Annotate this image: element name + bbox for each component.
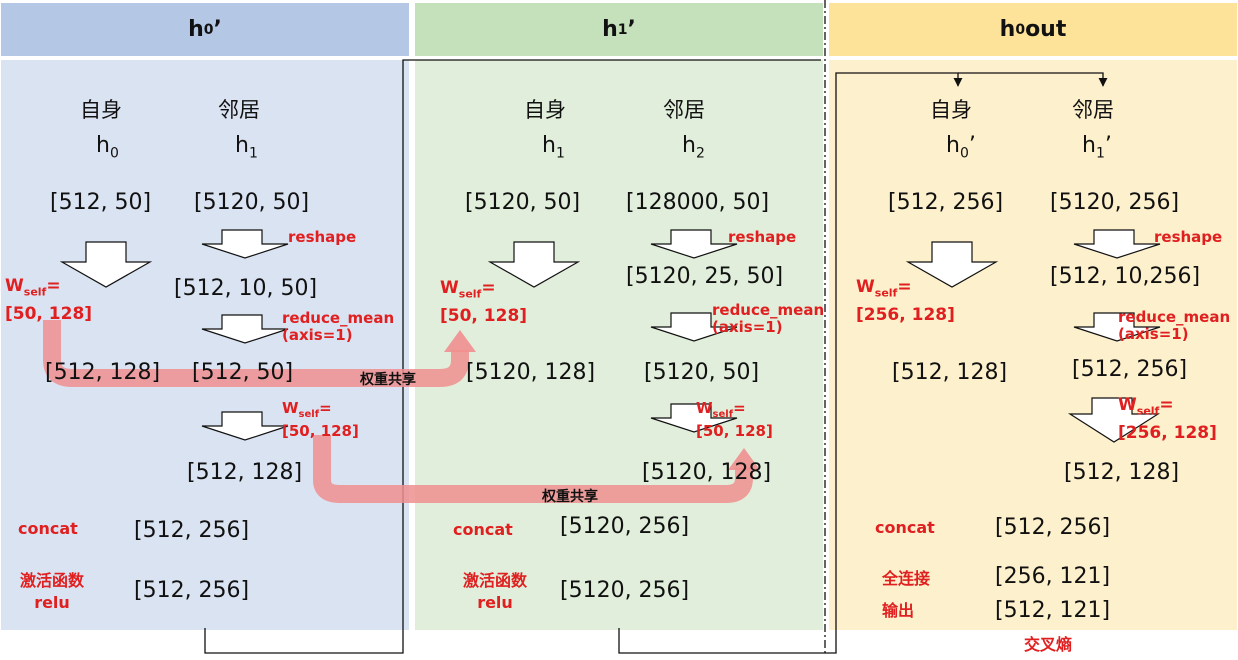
p2-activation-shape: [5120, 256] xyxy=(560,578,690,603)
shared-weight-arrow-2-head xyxy=(728,448,760,470)
flow-arrow-p3-nbr-proj xyxy=(1067,397,1161,443)
panel-h0-out xyxy=(829,60,1237,630)
flow-arrow-p2-reshape xyxy=(650,229,738,259)
p1-reshape-label: reshape xyxy=(288,228,357,246)
p3-fc-shape: [256, 121] xyxy=(995,564,1111,589)
p2-neighbor-proj: [5120, 128] xyxy=(642,460,772,485)
p3-reduce-mean-label: reduce_mean(axis=1) xyxy=(1118,308,1231,343)
p3-neighbor-var: h1’ xyxy=(1082,133,1112,162)
p1-reduce-mean-label: reduce_mean(axis=1) xyxy=(282,309,395,344)
p1-neighbor-mean: [512, 50] xyxy=(192,360,294,385)
p2-neighbor-var: h2 xyxy=(682,133,705,162)
connector-h0-to-out xyxy=(618,72,963,654)
p2-self-proj: [5120, 128] xyxy=(466,360,596,385)
p1-nbr-weight: Wself=[50, 128] xyxy=(282,399,359,440)
p1-neighbor-var: h1 xyxy=(235,133,258,162)
p2-neighbor-shape: [128000, 50] xyxy=(626,190,770,215)
p2-neighbor-mean: [5120, 50] xyxy=(644,360,760,385)
panel-h0-prime xyxy=(1,60,409,630)
p1-self-var: h0 xyxy=(96,133,119,162)
p2-neighbor-label: 邻居 xyxy=(663,98,705,122)
p1-concat-shape: [512, 256] xyxy=(134,518,250,543)
shared-weight-arrow-1-head xyxy=(444,330,476,352)
p3-self-proj: [512, 128] xyxy=(892,360,1008,385)
p2-self-var: h1 xyxy=(542,133,565,162)
p2-reduce-mean-label: reduce_mean(axis=1) xyxy=(712,301,825,336)
p3-nbr-weight: Wself=[256, 128] xyxy=(1118,395,1217,444)
flow-arrow-p3-reshape xyxy=(1073,229,1161,259)
p3-self-shape: [512, 256] xyxy=(888,190,1004,215)
shared-weight-arrow-1 xyxy=(43,320,469,387)
p3-concat-label: concat xyxy=(875,518,935,537)
connector-h1-to-out xyxy=(958,72,1108,87)
p1-neighbor-shape: [5120, 50] xyxy=(194,190,310,215)
p3-reshaped-shape: [512, 10,256] xyxy=(1050,264,1201,289)
p1-self-shape: [512, 50] xyxy=(50,190,152,215)
shared-weight-label-1: 权重共享 xyxy=(360,372,416,388)
connector-h1-box xyxy=(204,59,821,654)
shared-weight-arrow-2 xyxy=(313,435,753,503)
p3-reshape-label: reshape xyxy=(1154,228,1223,246)
p3-neighbor-label: 邻居 xyxy=(1072,98,1114,122)
p3-output-shape: [512, 121] xyxy=(995,598,1111,623)
flow-arrow-p1-self xyxy=(59,241,153,288)
panel-h1-prime xyxy=(415,60,823,630)
p1-reshaped-shape: [512, 10, 50] xyxy=(174,276,318,301)
flow-arrow-p3-self xyxy=(905,241,999,288)
p1-neighbor-label: 邻居 xyxy=(218,98,260,122)
flow-arrow-p2-nbr-proj xyxy=(650,403,738,433)
shared-weight-label-2: 权重共享 xyxy=(542,489,598,505)
p2-concat-shape: [5120, 256] xyxy=(560,514,690,539)
flow-arrow-p3-reduce xyxy=(1073,312,1161,342)
p3-neighbor-proj: [512, 128] xyxy=(1064,460,1180,485)
flow-arrow-p2-reduce xyxy=(650,312,738,342)
p3-output-label: 输出 xyxy=(882,601,915,620)
p1-concat-label: concat xyxy=(18,519,78,538)
p3-neighbor-mean: [512, 256] xyxy=(1072,357,1188,382)
p3-self-var: h0’ xyxy=(946,133,976,162)
p2-concat-label: concat xyxy=(453,520,513,539)
p1-self-label: 自身 xyxy=(80,98,122,122)
p3-loss-label: 交叉熵 xyxy=(1024,635,1073,654)
p1-self-proj: [512, 128] xyxy=(45,360,161,385)
flow-arrow-p1-nbr-proj xyxy=(201,411,289,441)
p3-neighbor-shape: [5120, 256] xyxy=(1050,190,1180,215)
p2-nbr-weight: Wself=[50, 128] xyxy=(696,399,773,440)
p2-self-label: 自身 xyxy=(524,98,566,122)
p3-self-weight: Wself=[256, 128] xyxy=(856,277,955,326)
p2-reshape-label: reshape xyxy=(728,228,797,246)
p3-self-label: 自身 xyxy=(930,98,972,122)
p1-activation-shape: [512, 256] xyxy=(134,578,250,603)
p1-self-weight: Wself=[50, 128] xyxy=(5,276,93,325)
p2-self-weight: Wself=[50, 128] xyxy=(440,278,528,327)
flow-arrow-p1-reshape xyxy=(201,229,289,259)
p3-concat-shape: [512, 256] xyxy=(995,515,1111,540)
p3-fc-label: 全连接 xyxy=(882,569,931,588)
p1-neighbor-proj: [512, 128] xyxy=(187,460,303,485)
flow-arrow-p1-reduce xyxy=(201,314,289,344)
p2-reshaped-shape: [5120, 25, 50] xyxy=(626,264,784,289)
p2-self-shape: [5120, 50] xyxy=(465,190,581,215)
flow-arrow-p2-self xyxy=(487,241,581,288)
